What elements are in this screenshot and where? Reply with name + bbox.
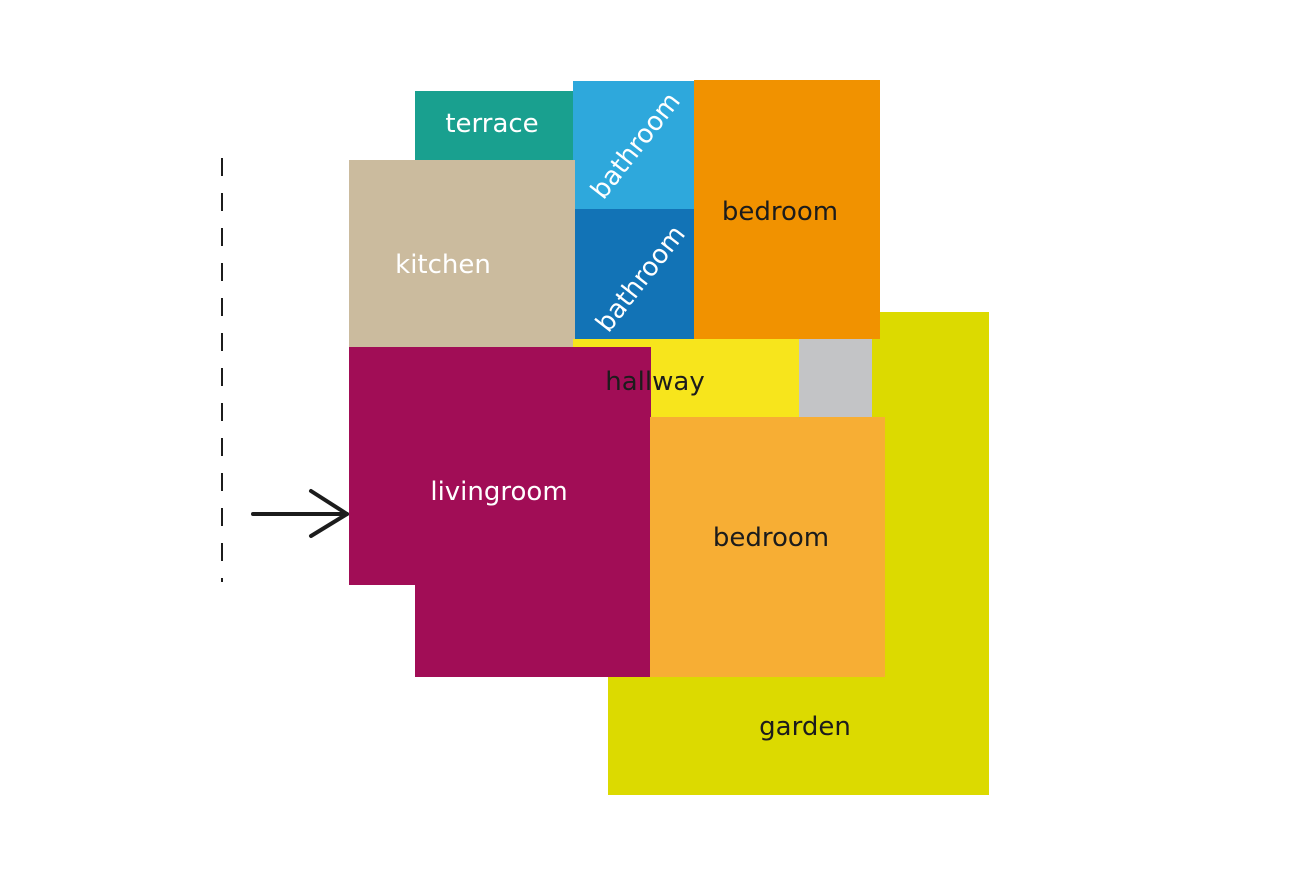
kitchen-label: kitchen: [395, 250, 491, 280]
livingroom-area-top: [349, 347, 574, 417]
terrace-room: [415, 91, 575, 160]
bedroom-upper-room: [694, 80, 880, 339]
garden-area-horizontal: [608, 677, 989, 795]
bedroom-lower-label: bedroom: [712, 523, 830, 553]
kitchen-room: [349, 160, 575, 348]
storage-room: [799, 339, 872, 417]
bedroom-upper-label: bedroom: [721, 197, 839, 227]
terrace-label: terrace: [445, 109, 539, 139]
garden-label: garden: [759, 712, 851, 742]
bathroom-lower-room: [573, 209, 696, 340]
livingroom-label: livingroom: [430, 477, 568, 507]
entrance-arrow-icon: [251, 489, 349, 538]
bedroom-lower-room: [650, 417, 885, 677]
bathroom-upper-room: [573, 81, 696, 211]
hallway-label: hallway: [605, 367, 705, 397]
boundary-dashed-line: [221, 158, 223, 582]
